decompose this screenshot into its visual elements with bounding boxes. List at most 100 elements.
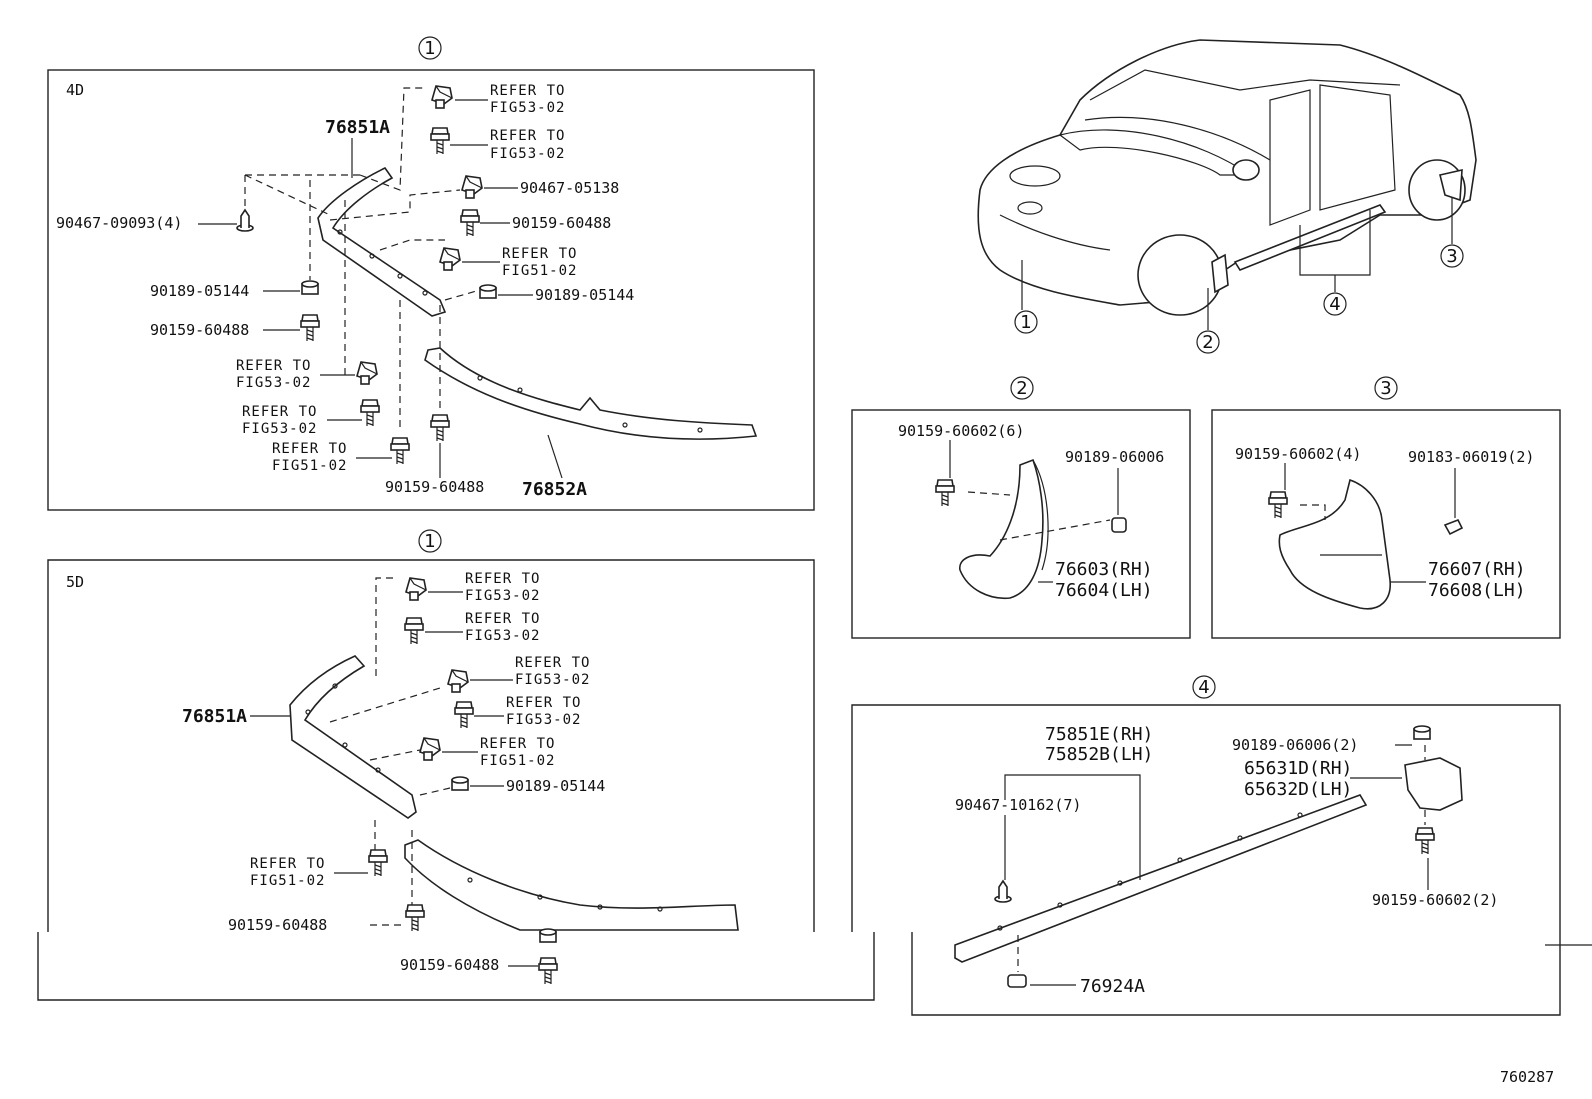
part-65631D-rh: 65631D(RH) — [1244, 758, 1352, 779]
panel-5d-frame-lower — [37, 932, 875, 1001]
part-90467-05138: 90467-05138 — [520, 179, 619, 197]
panel-2-frame — [851, 409, 1191, 639]
front-mudflap-indicator — [1211, 253, 1229, 294]
clip-refer-53-a — [431, 85, 453, 109]
part-76924A: 76924A — [1080, 976, 1145, 997]
fig-label-3: FIG51-02 — [502, 263, 577, 279]
fig-label-6: FIG51-02 — [272, 458, 347, 474]
part-90189-06006-2: 90189-06006(2) — [1232, 736, 1358, 754]
bolt-90159-60488-left — [300, 314, 320, 342]
part-76604-lh: 76604(LH) — [1055, 580, 1153, 601]
part-90467-09093: 90467-09093(4) — [56, 214, 182, 232]
refer-to-5d-5: REFER TO — [480, 736, 555, 752]
refer-to-5d-4: REFER TO — [506, 695, 581, 711]
screw-90159-60602-panel3 — [1268, 491, 1288, 519]
part-5d-90189-05144: 90189-05144 — [506, 777, 605, 795]
refer-to-5d-3: REFER TO — [515, 655, 590, 671]
clip-90467-05138 — [461, 175, 483, 199]
panel-4d-frame — [47, 69, 815, 511]
panel-5d: 1 5D 76851A REFER TO FIG53-02 — [37, 529, 875, 1001]
part-90159-60488-b: 90159-60488 — [150, 321, 249, 339]
rocker-moulding — [954, 794, 1368, 963]
bolt-5d-refer-53-b — [454, 701, 474, 729]
retainer-76924A — [1007, 974, 1027, 988]
variant-label-4d: 4D — [66, 81, 84, 99]
panel-4d: 1 4D 76851A 76852A — [47, 36, 815, 511]
retainer-lower-5d — [404, 839, 739, 931]
fig-5d-2: FIG53-02 — [465, 628, 540, 644]
part-90159-60488-c: 90159-60488 — [385, 478, 484, 496]
nut-90189-06006-panel2 — [1111, 517, 1127, 533]
callout-2: 2 — [1016, 378, 1027, 399]
callout-circle-car-4 — [1323, 292, 1347, 316]
callout-car-4: 4 — [1329, 294, 1340, 315]
refer-to-label-4: REFER TO — [236, 358, 311, 374]
callout-circle-car-1 — [1014, 310, 1038, 334]
bolt-refer-53-a — [430, 127, 450, 155]
callout-car-2: 2 — [1202, 332, 1213, 353]
callout-3: 3 — [1380, 378, 1391, 399]
refer-to-label-6: REFER TO — [272, 441, 347, 457]
clip-5d-refer-53-b — [447, 669, 469, 693]
fig-5d-1: FIG53-02 — [465, 588, 540, 604]
car-body — [977, 39, 1477, 306]
bolt-90159-60488-right — [460, 209, 480, 237]
part-76608-lh: 76608(LH) — [1428, 580, 1526, 601]
bolt-5d-90159-60488-b — [538, 957, 558, 985]
reinforcement-upper-4d — [317, 166, 447, 317]
rear-mudflap-indicator — [1439, 168, 1463, 202]
bolt-90159-60488-bottom — [430, 414, 450, 442]
part-76603-rh: 76603(RH) — [1055, 559, 1153, 580]
diagram-id: 760287 — [1500, 1068, 1554, 1086]
refer-to-5d-6: REFER TO — [250, 856, 325, 872]
callout-circle-car-3 — [1440, 244, 1464, 268]
clip-5d-refer-53-a — [405, 577, 427, 601]
rear-mudflap — [1278, 478, 1391, 610]
part-90159-60602-2: 90159-60602(2) — [1372, 891, 1498, 909]
nut-90189-06006-2 — [1413, 725, 1431, 740]
nut-5d-90189-05144 — [451, 776, 469, 791]
callout-1-top: 1 — [424, 38, 435, 59]
bolt-5d-refer-51-b — [368, 849, 388, 877]
front-mudflap — [959, 458, 1044, 600]
clip-refer-53-b — [356, 361, 378, 385]
panel-5d-frame-upper — [47, 559, 815, 932]
callout-circle-2 — [1010, 376, 1034, 400]
part-90189-05144-b: 90189-05144 — [150, 282, 249, 300]
fig-label-2: FIG53-02 — [490, 146, 565, 162]
part-90159-60488-a: 90159-60488 — [512, 214, 611, 232]
panel-3: 3 90159-60602(4) 90183-06019(2) 76607(RH… — [1211, 376, 1561, 639]
reinforcement-upper-5d — [289, 655, 417, 819]
bolt-5d-refer-53-a — [404, 617, 424, 645]
part-90467-10162: 90467-10162(7) — [955, 796, 1081, 814]
part-75851E-rh: 75851E(RH) — [1045, 724, 1153, 745]
callout-circle-car-2 — [1196, 330, 1220, 354]
panel-2: 2 90159-60602(6) 90189-06006 76603(RH) 7… — [851, 376, 1191, 639]
panel-4-frame-upper — [851, 704, 1561, 932]
rocker-moulding-indicator — [1233, 204, 1387, 271]
part-76851A-5d: 76851A — [182, 706, 247, 727]
variant-label-5d: 5D — [66, 573, 84, 591]
callout-circle-3 — [1374, 376, 1398, 400]
clip-refer-51-a — [439, 247, 461, 271]
car-overview: 1 2 4 3 — [977, 39, 1477, 354]
part-76851A-4d: 76851A — [325, 117, 390, 138]
refer-to-5d-1: REFER TO — [465, 571, 540, 587]
part-65632D-lh: 65632D(LH) — [1244, 779, 1352, 800]
clip-90467-10162 — [994, 880, 1012, 903]
bolt-5d-90159-60488-a — [405, 904, 425, 932]
mudflap-bracket — [1404, 757, 1463, 811]
part-75852B-lh: 75852B(LH) — [1045, 744, 1153, 765]
bolt-refer-53-b — [360, 399, 380, 427]
fig-label-1: FIG53-02 — [490, 100, 565, 116]
part-90183-06019: 90183-06019(2) — [1408, 448, 1534, 466]
refer-to-label-1: REFER TO — [490, 83, 565, 99]
callout-circle-1-top — [418, 36, 442, 60]
screw-90159-60602-2 — [1415, 827, 1435, 855]
nut-5d-under — [539, 928, 557, 943]
callout-1-mid: 1 — [424, 531, 435, 552]
callout-car-1: 1 — [1020, 312, 1031, 333]
part-90189-05144-a: 90189-05144 — [535, 286, 634, 304]
